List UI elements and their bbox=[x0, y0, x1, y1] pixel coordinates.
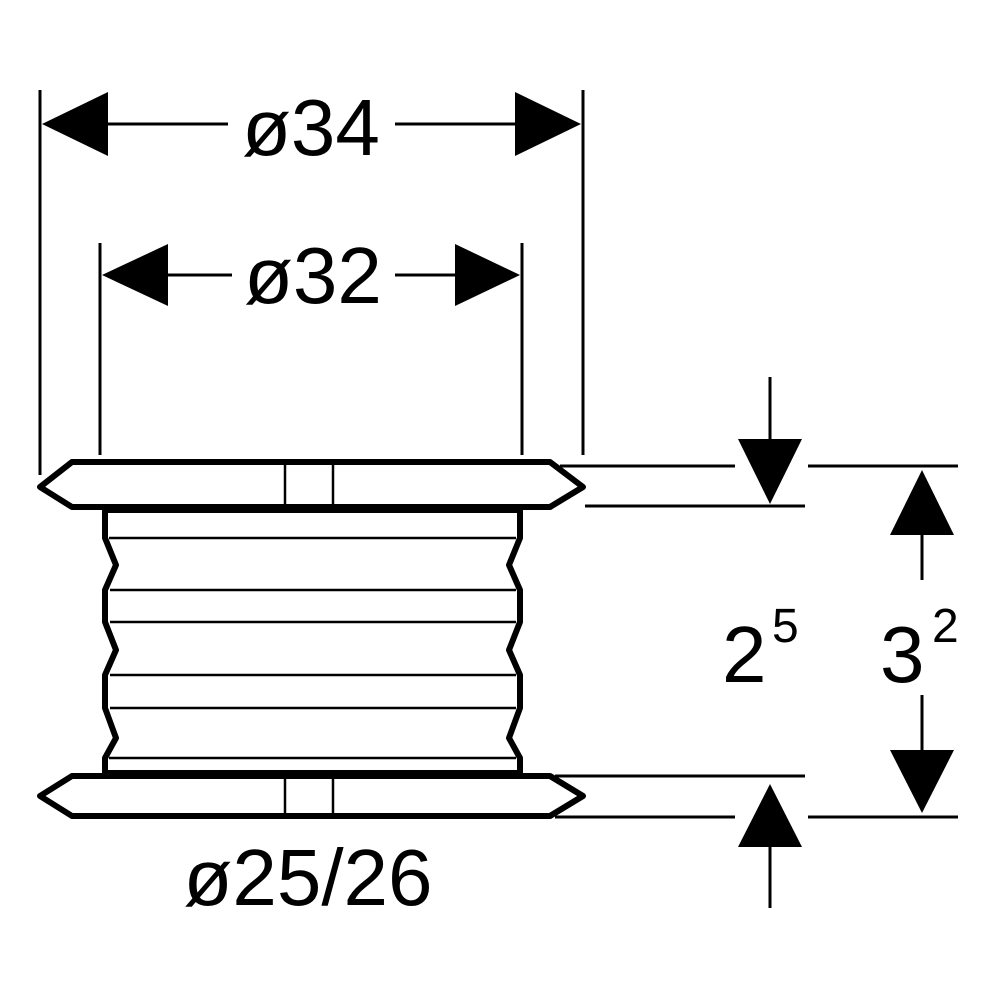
bore-diameter-label: ø25/26 bbox=[183, 833, 432, 922]
total-height-base: 3 bbox=[880, 610, 925, 699]
arrowhead-down bbox=[890, 750, 954, 813]
total-height-dimension bbox=[890, 470, 954, 813]
outer-diameter-label: ø34 bbox=[242, 83, 380, 172]
arrowhead-left bbox=[102, 244, 168, 306]
flange-thickness-dimension bbox=[738, 377, 802, 908]
outer-diameter-dimension bbox=[38, 90, 585, 475]
inner-diameter-label: ø32 bbox=[244, 231, 382, 320]
bottom-flange bbox=[37, 773, 586, 819]
arrowhead-down bbox=[738, 439, 802, 504]
body-rib-lines bbox=[109, 536, 516, 760]
part-outline bbox=[37, 459, 586, 819]
top-flange bbox=[37, 459, 586, 510]
arrowhead-right bbox=[515, 92, 581, 156]
height-extension-lines bbox=[555, 464, 958, 819]
inner-diameter-dimension bbox=[98, 243, 524, 455]
arrowhead-left bbox=[42, 92, 108, 156]
flange-slots bbox=[283, 465, 335, 814]
arrowhead-right bbox=[455, 244, 520, 306]
body-height-label: 2 5 bbox=[722, 600, 799, 699]
ribbed-body bbox=[102, 507, 523, 776]
body-height-base: 2 bbox=[722, 610, 767, 699]
total-height-superscript: 2 bbox=[932, 600, 959, 653]
total-height-label: 3 2 bbox=[880, 600, 959, 699]
arrowhead-up bbox=[890, 470, 954, 535]
arrowhead-up bbox=[738, 784, 802, 847]
body-height-superscript: 5 bbox=[772, 600, 799, 653]
